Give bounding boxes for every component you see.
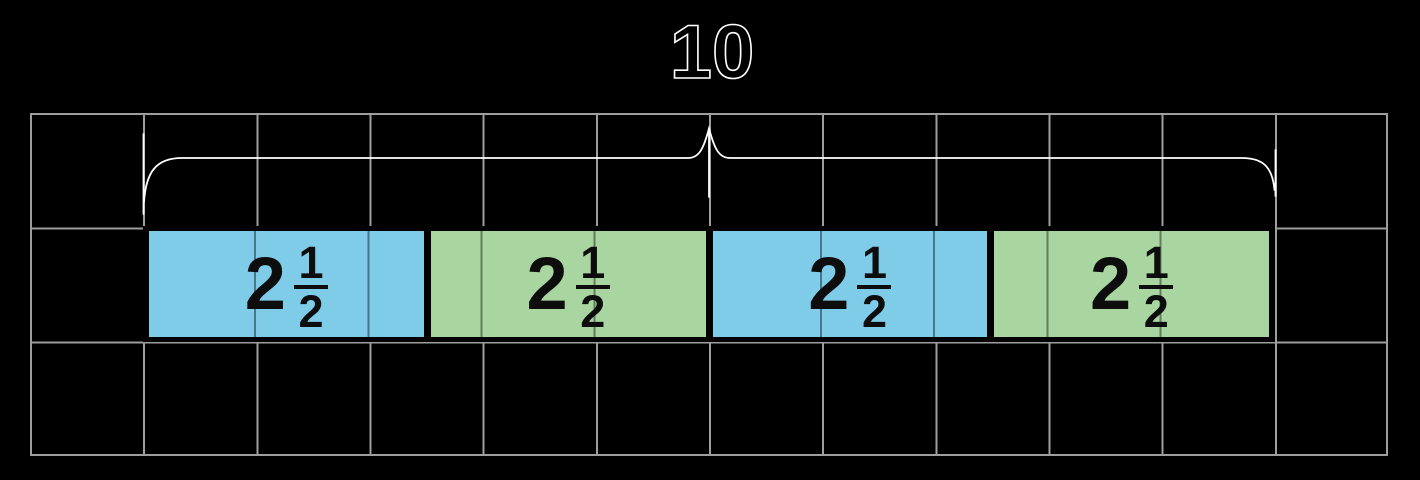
fraction: 1 2 [1139,236,1174,337]
bar-segment-3: 2 1 2 [712,231,988,337]
fraction: 1 2 [857,236,892,337]
fraction-numerator: 1 [861,236,887,288]
fraction: 1 2 [293,236,328,337]
fraction-denominator: 2 [298,286,324,337]
fraction-denominator: 2 [1143,286,1169,337]
fraction-numerator: 1 [580,236,606,288]
fraction-numerator: 1 [298,236,324,288]
whole-number: 2 [1090,242,1132,325]
bar-segment-4: 2 1 2 [994,231,1269,337]
fraction-denominator: 2 [580,286,606,337]
whole-number: 2 [808,242,850,325]
whole-number: 2 [244,242,286,325]
bar-segment-1: 2 1 2 [149,231,424,337]
whole-number: 2 [526,242,568,325]
tape-bar: 2 1 2 2 1 2 2 1 [143,226,1275,342]
fraction-bar [575,285,610,289]
segment-value-label: 2 1 2 [526,236,610,337]
bar-segment-2: 2 1 2 [430,231,706,337]
segment-value-label: 2 1 2 [244,236,328,337]
segment-value-label: 2 1 2 [1090,236,1174,337]
segment-value-label: 2 1 2 [808,236,892,337]
fraction-bar [1139,285,1174,289]
fraction-bar [293,285,328,289]
fraction-denominator: 2 [861,286,887,337]
total-value-label: 10 [670,10,755,95]
fraction-numerator: 1 [1143,236,1169,288]
fraction: 1 2 [575,236,610,337]
fraction-bar [857,285,892,289]
